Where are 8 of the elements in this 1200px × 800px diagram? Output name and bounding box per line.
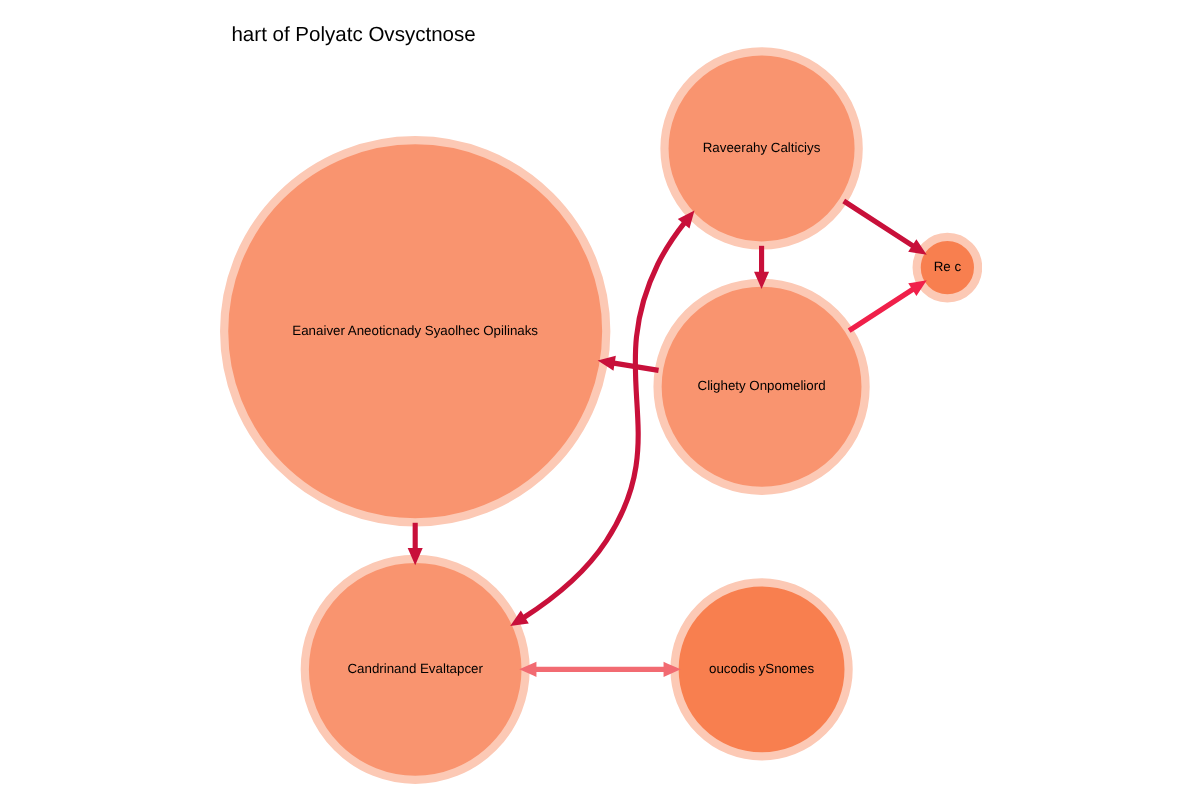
arrow bbox=[596, 355, 658, 373]
arrow bbox=[841, 198, 926, 255]
arrow bbox=[846, 280, 926, 333]
arrow bbox=[518, 661, 680, 677]
arrow bbox=[406, 522, 422, 566]
diagram-title: hart of Polyatc Ovsyctnose bbox=[230, 24, 475, 47]
arrow bbox=[753, 245, 769, 289]
arrow bbox=[509, 210, 694, 627]
